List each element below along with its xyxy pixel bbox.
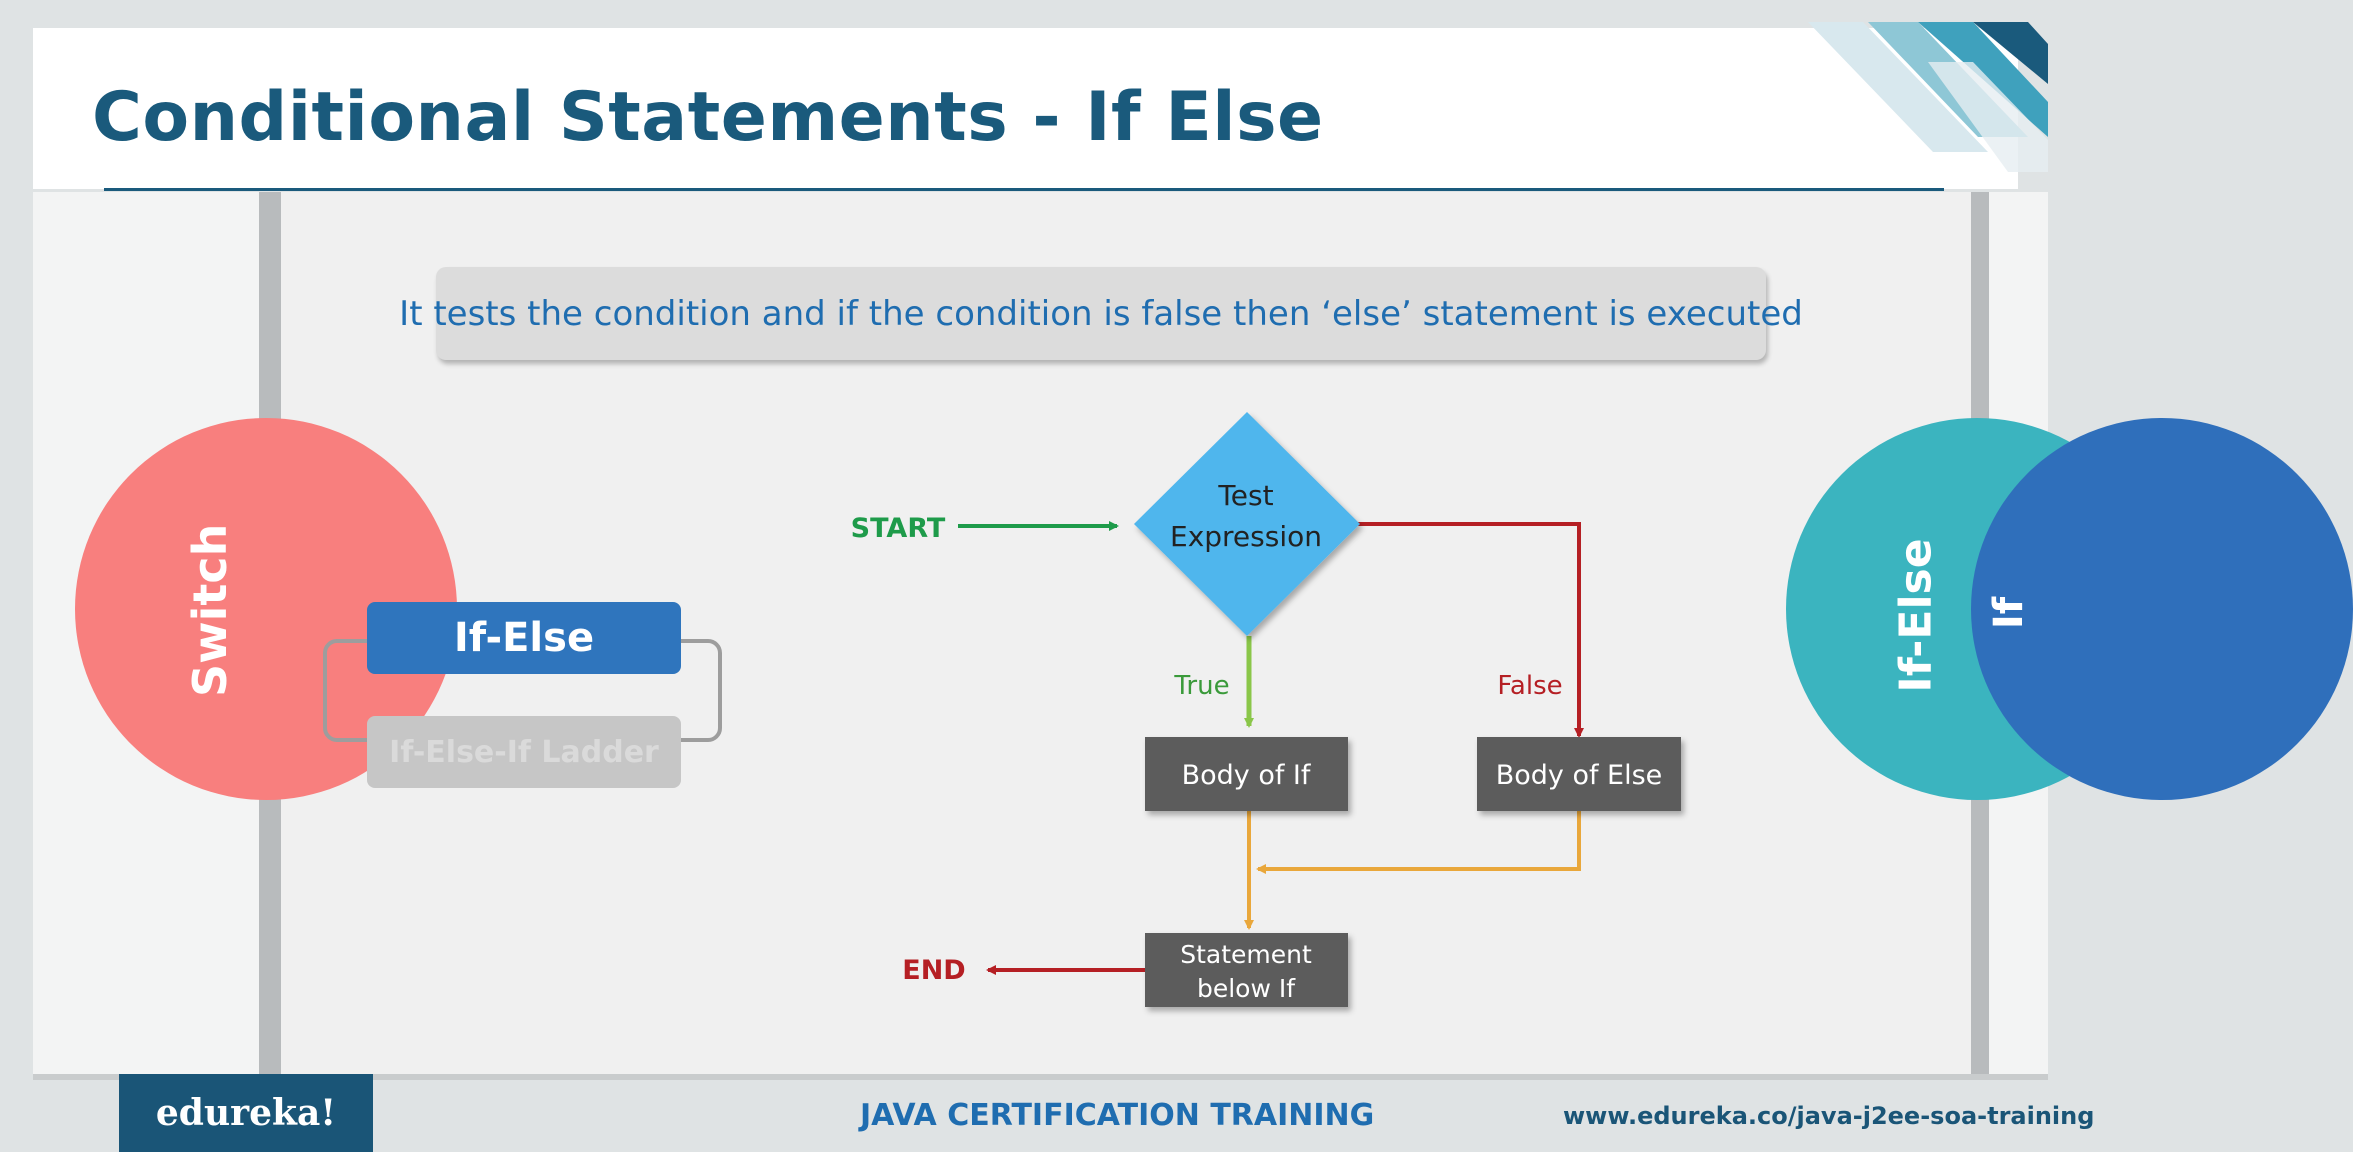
definition-text: It tests the condition and if the condit… [399, 293, 1803, 334]
panel-bottom-shadow [33, 1074, 2048, 1080]
decision-label-line1: Test [1217, 479, 1273, 512]
if-else-if-ladder-option-button[interactable]: If-Else-If Ladder [367, 716, 681, 788]
body-of-if-box [1145, 737, 1348, 811]
edureka-logo: edureka! [119, 1074, 373, 1152]
footer-url-link[interactable]: www.edureka.co/java-j2ee-soa-training [1563, 1102, 2095, 1130]
corner-decoration [1808, 22, 2048, 172]
body-of-else-box [1477, 737, 1681, 811]
false-label: False [1497, 671, 1562, 701]
true-label: True [1173, 671, 1229, 701]
false-arrow [1357, 522, 1584, 738]
else-merge-arrow [1256, 811, 1581, 874]
if-tab-shape [1971, 418, 2353, 800]
if-tab[interactable]: If [1971, 418, 2353, 800]
if-else-option-button[interactable]: If-Else [367, 602, 681, 674]
statement-label-line2: below If [1197, 974, 1296, 1003]
statement-below-if-box [1145, 933, 1348, 1007]
decision-diamond [1134, 412, 1360, 636]
header-rule [104, 188, 1944, 191]
page-title: Conditional Statements - If Else [92, 78, 1324, 157]
start-label: START [851, 513, 946, 544]
decision-label-line2: Expression [1170, 520, 1322, 553]
statement-label-line1: Statement [1180, 940, 1312, 969]
footer-course-title: JAVA CERTIFICATION TRAINING [860, 1098, 1375, 1133]
definition-callout: It tests the condition and if the condit… [399, 267, 1803, 360]
body-of-if-label: Body of If [1182, 760, 1312, 791]
body-of-else-label: Body of Else [1496, 760, 1663, 791]
if-else-flowchart: START Test Expression True False Body of… [851, 412, 1681, 1007]
end-label: END [902, 955, 965, 986]
header-bar [33, 28, 2018, 189]
